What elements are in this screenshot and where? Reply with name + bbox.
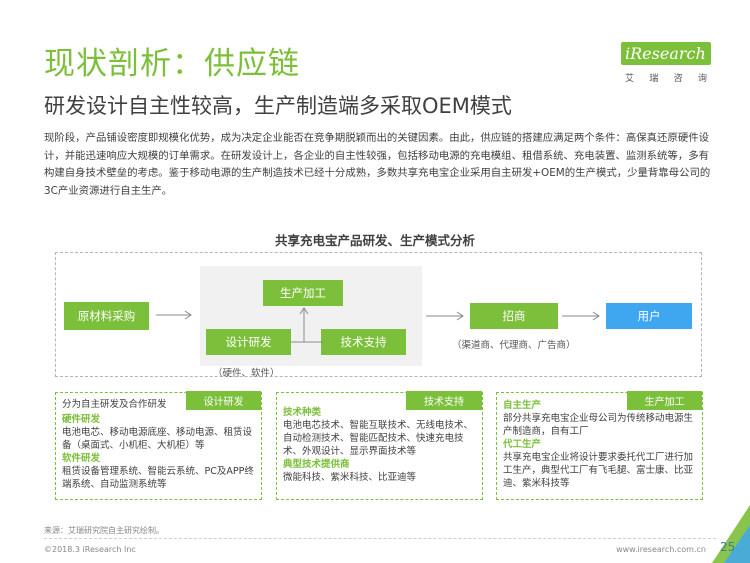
source-note: 来源：艾瑞研究院自主研究绘制。 [44, 526, 164, 535]
hardware-body: 电池电芯、移动电源底座、移动电源、租赁设备（桌面式、小机柜、大机柜）等 [62, 427, 253, 451]
arrow-right-icon [426, 311, 464, 321]
production-detail-text: 自主生产 部分共享充电宝企业母公司为传统移动电源生产制造商，自有工厂 代工生产 … [503, 399, 695, 490]
tech-detail-text: 技术种类 电池电芯技术、智能互联技术、无线电技术、自动检测技术、智能匹配技术、快… [283, 406, 476, 484]
page-subtitle: 研发设计自主性较高，生产制造端多采取OEM模式 [44, 94, 512, 118]
raw-material-box: 原材料采购 [64, 302, 149, 330]
tech-detail-tag: 技术支持 [406, 391, 482, 410]
production-detail-tag: 生产加工 [627, 391, 702, 410]
logo-text: iResearch [625, 44, 706, 63]
website-link[interactable]: www.iresearch.com.cn [616, 545, 706, 554]
page-number: 25 [720, 540, 736, 554]
design-detail-text: 硬件研发 电池电芯、移动电源底座、移动电源、租赁设备（桌面式、小机柜、大机柜）等… [62, 413, 254, 491]
self-production-body: 部分共享充电宝企业母公司为传统移动电源生产制造商，自有工厂 [503, 413, 694, 437]
design-box: 设计研发 [206, 329, 291, 355]
hardware-heading: 硬件研发 [62, 414, 101, 425]
iresearch-logo: iResearch 艾 瑞 咨 询 [615, 42, 715, 86]
diagram-title: 共享充电宝产品研发、生产模式分析 [274, 233, 475, 248]
copyright: ©2018.3 iResearch Inc [44, 545, 136, 554]
logo-subtitle: 艾 瑞 咨 询 [621, 71, 711, 84]
logo-char: 询 [697, 74, 707, 84]
user-box: 用户 [606, 303, 692, 329]
software-body: 租赁设备管理系统、智能云系统、PC及APP终端系统、自动监测系统等 [62, 466, 254, 490]
logo-char: 瑞 [649, 74, 659, 84]
footer-divider [44, 538, 716, 539]
production-detail-panel [496, 392, 703, 500]
software-heading: 软件研发 [62, 453, 101, 464]
page-title: 现状剖析：供应链 [44, 46, 300, 82]
corner-decoration [712, 505, 750, 563]
production-box: 生产加工 [263, 280, 343, 306]
tech-types-heading: 技术种类 [283, 407, 322, 418]
self-production-heading: 自主生产 [503, 400, 542, 411]
arrow-right-icon [562, 311, 600, 321]
design-detail-tag: 设计研发 [186, 391, 261, 410]
providers-heading: 典型技术提供商 [283, 459, 350, 470]
tech-box: 技术支持 [321, 329, 406, 355]
tech-detail-panel [276, 392, 483, 500]
intro-paragraph: 现阶段，产品铺设密度即规模化优势，成为决定企业能否在竞争期脱颖而出的关键因素。由… [44, 132, 711, 197]
logo-char: 艾 [625, 74, 635, 84]
logo-char: 咨 [673, 74, 683, 84]
oem-body: 共享充电宝企业将设计要求委托代工厂进行加工生产，典型代工厂有飞毛腿、富士康、比亚… [503, 452, 694, 489]
design-detail-intro: 分为自主研发及合作研发 [62, 399, 167, 410]
diagram-frame [55, 252, 702, 377]
oem-heading: 代工生产 [503, 439, 542, 450]
logo-badge [621, 42, 711, 65]
design-detail-panel [55, 392, 262, 500]
tech-types-body: 电池电芯技术、智能互联技术、无线电技术、自动检测技术、智能匹配技术、快速充电技术… [283, 420, 474, 457]
merchant-note: （渠道商、代理商、广告商） [452, 340, 576, 351]
providers-body: 微能科技、紫米科技、比亚迪等 [283, 472, 417, 483]
arrow-right-icon [156, 310, 192, 320]
connector-lines [291, 307, 323, 343]
design-note: （硬件、软件） [213, 368, 280, 379]
merchant-box: 招商 [470, 303, 558, 329]
